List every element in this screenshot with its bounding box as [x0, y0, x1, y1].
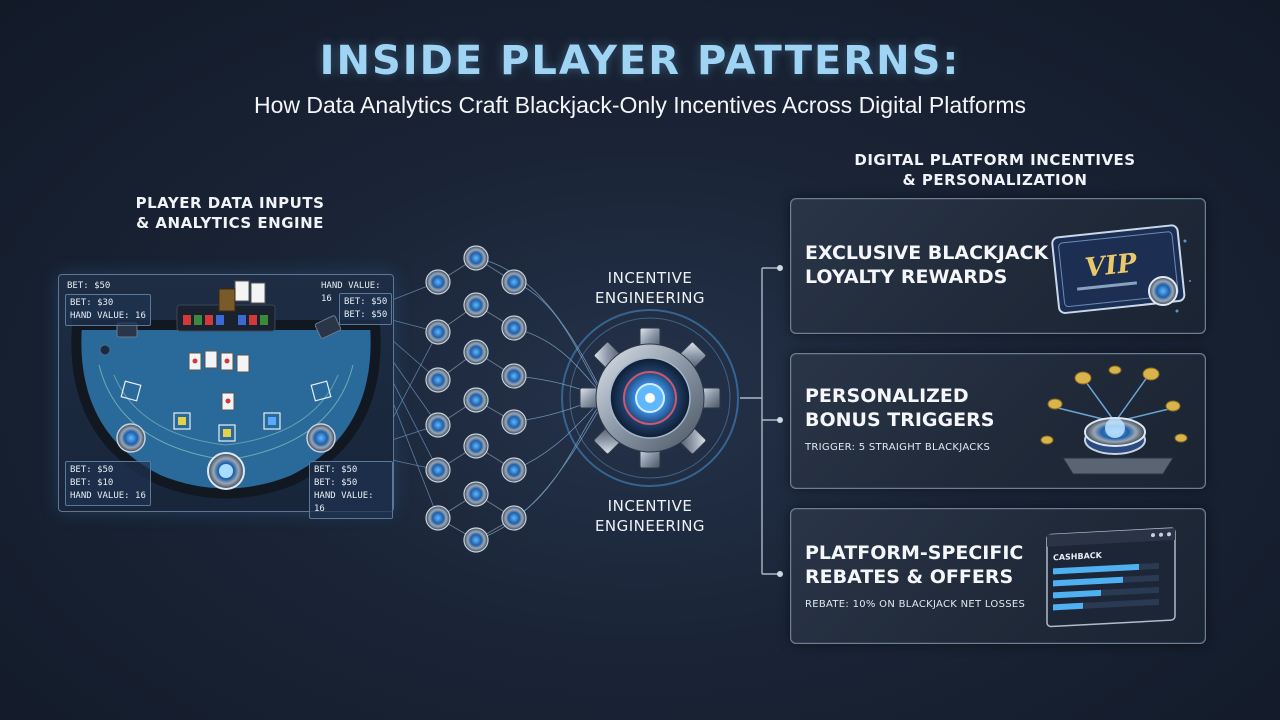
page-title: INSIDE PLAYER PATTERNS:	[319, 38, 961, 84]
hud-tl-box-bet: BET: $30	[70, 298, 114, 308]
left-heading-line1: PLAYER DATA INPUTS	[135, 194, 325, 212]
card-3-title-line1: PLATFORM-SPECIFIC	[805, 542, 1024, 564]
hud-bl-bet1: BET: $50	[70, 465, 114, 475]
ie-bottom-line2: ENGINEERING	[594, 517, 706, 535]
playing-card-icon	[234, 280, 250, 302]
hud-top-right-hand: HAND VALUE: 16	[321, 281, 381, 304]
hud-br-bet2: BET: $50	[314, 478, 358, 488]
loyalty-rewards-card: EXCLUSIVE BLACKJACK LOYALTY REWARDS VIP	[790, 198, 1206, 334]
hud-bottom-right-box: BET: $50 BET: $50 HAND VALUE: 16	[309, 461, 393, 519]
incentive-engineering-label-bottom: INCENTIVE ENGINEERING	[550, 496, 750, 536]
left-heading-line2: & ANALYTICS ENGINE	[136, 214, 324, 232]
hud-tl-box-hand: HAND VALUE: 16	[70, 311, 146, 321]
gear-icon	[561, 309, 739, 487]
left-section-heading: PLAYER DATA INPUTS & ANALYTICS ENGINE	[110, 193, 350, 233]
card-2-detail: TRIGGER: 5 STRAIGHT BLACKJACKS	[805, 442, 991, 453]
page-subtitle: How Data Analytics Craft Blackjack-Only …	[253, 92, 1027, 118]
hud-bottom-left-box: BET: $50 BET: $10 HAND VALUE: 16	[65, 461, 151, 506]
card-1-title-line2: LOYALTY REWARDS	[805, 266, 1008, 288]
vip-card-icon: VIP	[1051, 224, 1191, 314]
incentive-engineering-label-top: INCENTIVE ENGINEERING	[550, 268, 750, 308]
right-heading-line2: & PERSONALIZATION	[902, 171, 1088, 189]
card-2-title-line1: PERSONALIZED	[805, 385, 969, 407]
hud-top-left-box: BET: $30 HAND VALUE: 16	[65, 294, 151, 326]
hud-tr-bet1: BET: $50	[344, 297, 388, 307]
blackjack-table-illustration	[71, 280, 381, 499]
hud-bl-hand: HAND VALUE: 16	[70, 491, 146, 501]
cashback-text: CASHBACK	[1053, 551, 1103, 563]
rebates-offers-card: PLATFORM-SPECIFIC REBATES & OFFERS REBAT…	[790, 508, 1206, 644]
hud-br-hand: HAND VALUE: 16	[314, 491, 374, 514]
card-3-detail: REBATE: 10% ON BLACKJACK NET LOSSES	[805, 599, 1026, 610]
vip-text: VIP	[1084, 248, 1140, 283]
card-1-title-line1: EXCLUSIVE BLACKJACK	[805, 242, 1049, 264]
blackjack-table-panel: BET: $50 BET: $30 HAND VALUE: 16 HAND VA…	[58, 274, 394, 519]
cashback-window-icon: CASHBACK	[1046, 527, 1176, 628]
hud-br-bet1: BET: $50	[314, 465, 358, 475]
hud-bl-bet2: BET: $10	[70, 478, 114, 488]
ie-top-line2: ENGINEERING	[594, 289, 706, 307]
hud-top-right-box: BET: $50 BET: $50	[339, 293, 393, 325]
card-2-title-line2: BONUS TRIGGERS	[805, 409, 995, 431]
card-3-title: PLATFORM-SPECIFIC REBATES & OFFERS	[805, 541, 1055, 589]
hud-tr-bet2: BET: $50	[344, 310, 388, 320]
right-section-heading: DIGITAL PLATFORM INCENTIVES & PERSONALIZ…	[820, 150, 1170, 190]
card-1-title: EXCLUSIVE BLACKJACK LOYALTY REWARDS	[805, 241, 1055, 289]
card-2-title: PERSONALIZED BONUS TRIGGERS	[805, 384, 1055, 432]
coin-burst-icon	[1040, 365, 1188, 475]
chip-node-grid	[425, 245, 527, 553]
bonus-triggers-card: PERSONALIZED BONUS TRIGGERS TRIGGER: 5 S…	[790, 353, 1206, 489]
right-heading-line1: DIGITAL PLATFORM INCENTIVES	[854, 151, 1136, 169]
card-3-title-line2: REBATES & OFFERS	[805, 566, 1014, 588]
hud-top-left-bet: BET: $50	[67, 281, 111, 291]
ie-bottom-line1: INCENTIVE	[607, 497, 693, 515]
ie-top-line1: INCENTIVE	[607, 269, 693, 287]
